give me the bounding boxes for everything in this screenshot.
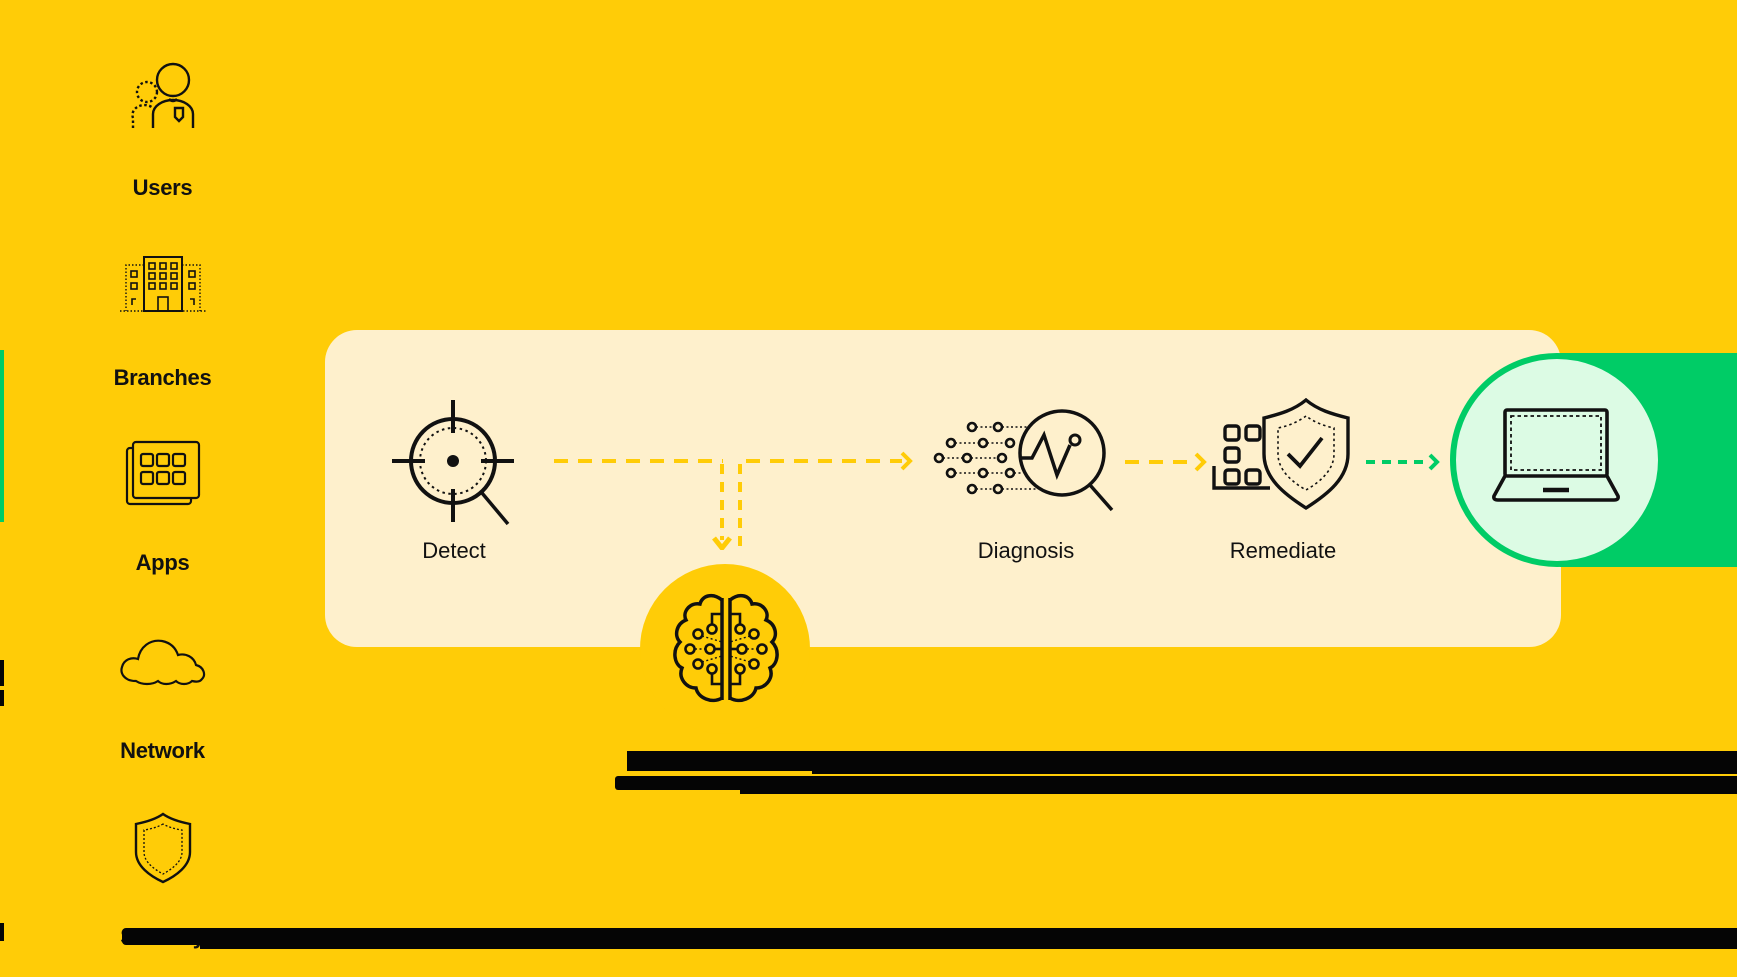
step-label-detect: Detect — [422, 538, 486, 563]
flow-arrow-diagnosis-to-remediate — [1125, 452, 1207, 472]
sidebar-item-apps[interactable]: Apps — [90, 440, 235, 590]
edge-mark — [0, 660, 4, 686]
flow-arrow-remediate-to-endpoint — [1366, 453, 1440, 471]
building-icon — [119, 256, 206, 312]
redacted-text — [740, 788, 1737, 794]
sidebar-item-branches[interactable]: Branches — [90, 255, 235, 405]
ai-node-background — [640, 564, 810, 734]
laptop-icon — [1492, 408, 1620, 502]
sidebar-item-label: Users — [132, 175, 193, 200]
redacted-text — [615, 776, 1737, 790]
flow-panel — [325, 330, 1561, 647]
data-magnifier-icon — [933, 409, 1114, 512]
shield-icon — [134, 812, 191, 884]
edge-mark — [0, 923, 4, 941]
redacted-text — [812, 768, 1737, 774]
cloud-icon — [119, 639, 205, 686]
step-label-remediate: Remediate — [1229, 538, 1337, 563]
sidebar-item-users[interactable]: Users — [90, 62, 235, 212]
edge-accent-green — [0, 350, 4, 522]
flow-arrow-detect-to-diagnosis — [554, 451, 913, 550]
apps-grid-icon — [125, 440, 200, 506]
step-label-diagnosis: Diagnosis — [977, 538, 1075, 563]
sidebar-item-label: Branches — [113, 365, 212, 390]
sidebar-item-label: Apps — [135, 550, 190, 575]
users-icon — [130, 62, 194, 128]
sidebar-item-network[interactable]: Network — [90, 635, 235, 785]
redacted-text — [627, 751, 1737, 771]
target-search-icon — [392, 400, 514, 526]
redacted-text — [200, 940, 1737, 949]
endpoint-node[interactable] — [1450, 353, 1664, 567]
ai-brain-icon — [673, 593, 779, 703]
sidebar-item-label: Network — [120, 738, 205, 763]
shield-check-icon — [1212, 398, 1350, 511]
edge-mark — [0, 690, 4, 706]
